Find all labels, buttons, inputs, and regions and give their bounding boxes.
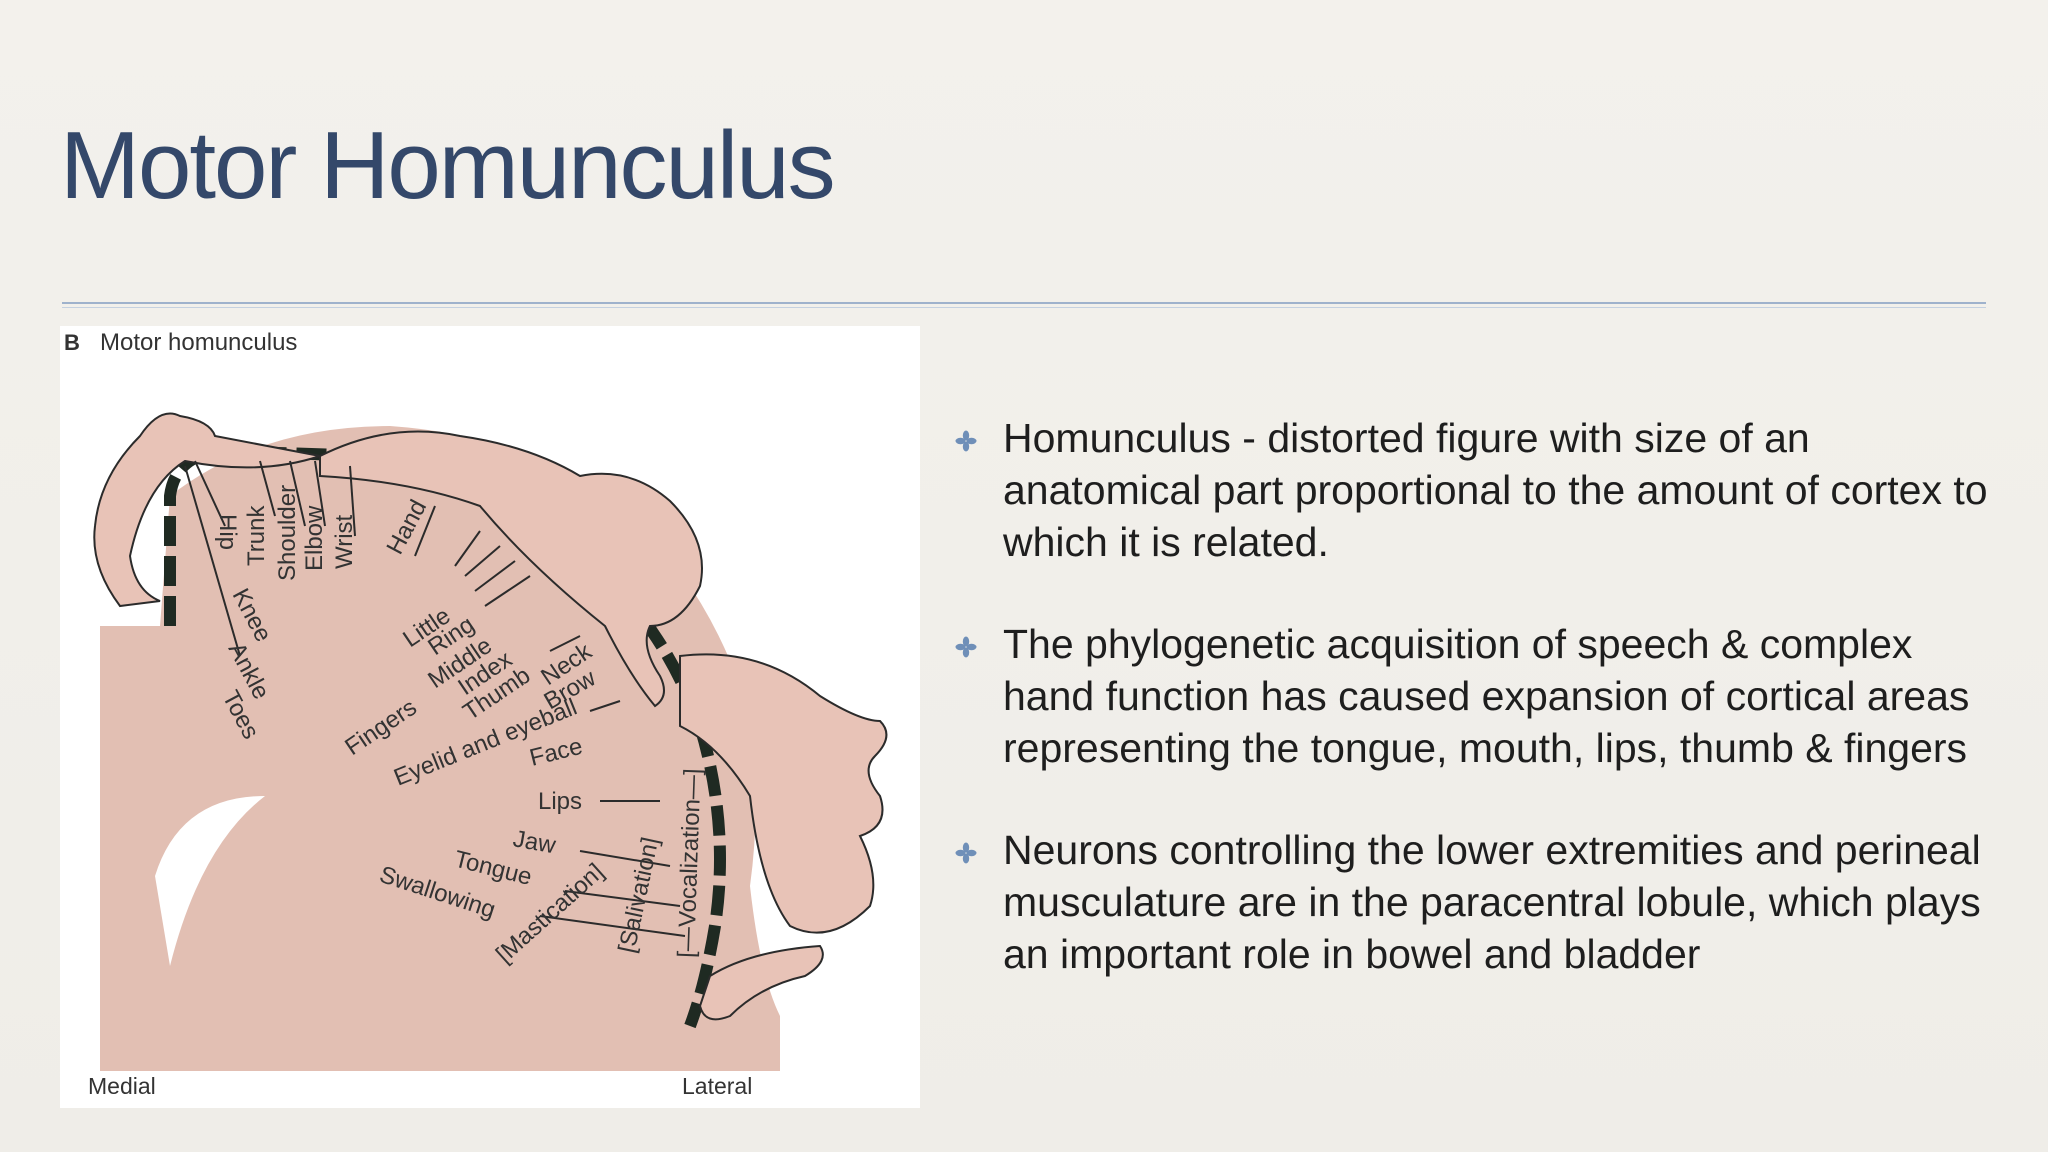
leg-figure	[93, 412, 324, 608]
slide-title: Motor Homunculus	[60, 112, 836, 219]
bullet-text: The phylogenetic acquisition of speech &…	[1003, 621, 1970, 771]
label-trunk: Trunk	[243, 505, 270, 566]
figure-heading: Motor homunculus	[100, 329, 297, 356]
four-petal-bullet-icon	[955, 430, 977, 452]
title-divider	[62, 302, 1986, 304]
label-shoulder: Shoulder	[274, 485, 301, 581]
label-wrist: Wrist	[331, 514, 358, 569]
bullet-list: Homunculus - distorted figure with size …	[955, 412, 2005, 1030]
lateral-label: Lateral	[682, 1073, 752, 1099]
bullet-item: Neurons controlling the lower extremitie…	[955, 824, 2005, 980]
figure-heading-letter: B	[64, 330, 80, 355]
arm-hand-figure	[319, 430, 703, 708]
bullet-text: Homunculus - distorted figure with size …	[1003, 415, 1988, 565]
label-hip: Hip	[214, 514, 241, 550]
homunculus-diagram: B Motor homunculus Hip Trunk Shoulder El…	[64, 329, 888, 1099]
four-petal-bullet-icon	[955, 636, 977, 658]
homunculus-figure: B Motor homunculus Hip Trunk Shoulder El…	[60, 326, 920, 1108]
white-matter	[155, 796, 265, 966]
label-vocalization: [—Vocalization—]	[673, 768, 707, 958]
face-figure	[679, 653, 888, 934]
medial-label: Medial	[88, 1073, 156, 1099]
tongue-figure	[698, 944, 824, 1021]
leader-lines	[184, 460, 686, 937]
label-elbow: Elbow	[301, 505, 328, 571]
label-lips: Lips	[538, 788, 582, 815]
title-divider-secondary	[62, 307, 1986, 308]
bullet-text: Neurons controlling the lower extremitie…	[1003, 827, 1981, 977]
bullet-item: Homunculus - distorted figure with size …	[955, 412, 2005, 568]
four-petal-bullet-icon	[955, 842, 977, 864]
bullet-item: The phylogenetic acquisition of speech &…	[955, 618, 2005, 774]
